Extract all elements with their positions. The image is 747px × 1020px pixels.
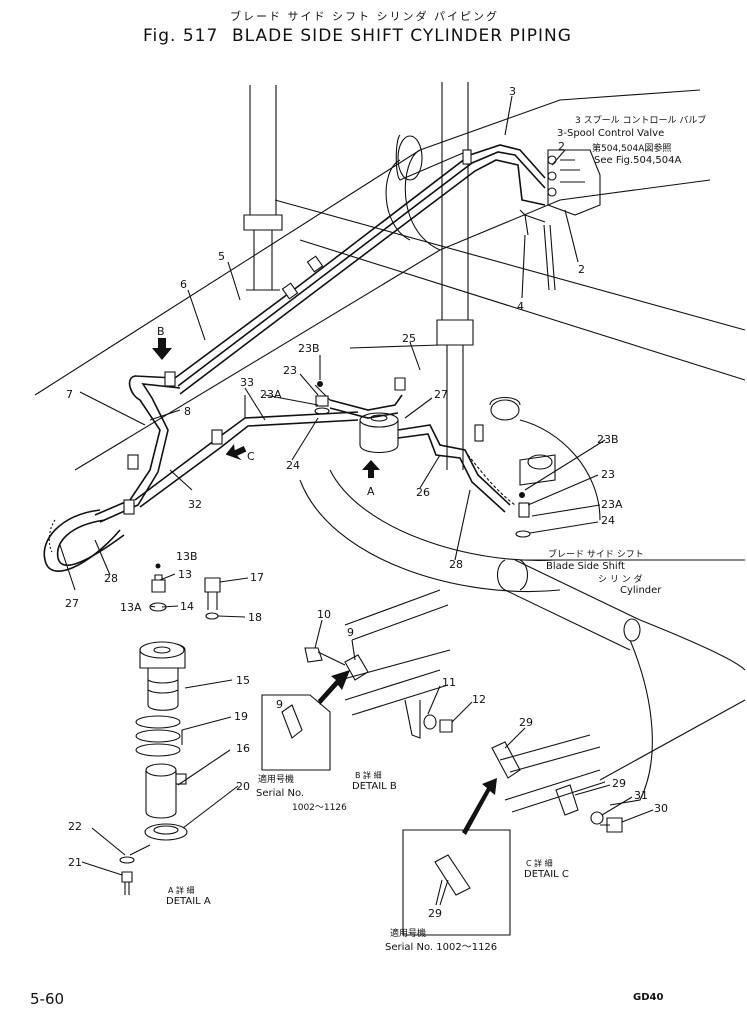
detail-a-caption: DETAIL A <box>166 896 211 907</box>
serial-c-label-jp: 適用号機 <box>390 929 427 939</box>
callout: 24 <box>601 514 615 527</box>
callout: 24 <box>286 459 300 472</box>
model-code: GD40 <box>633 992 664 1003</box>
detail-c-caption: DETAIL C <box>524 869 569 880</box>
view-marker-letters: B C A <box>157 325 375 498</box>
control-valve-ref-jp: 第504,504A図参照 <box>592 144 672 154</box>
leader-lines <box>59 95 654 906</box>
callout: 23 <box>283 364 297 377</box>
figure-number: Fig. 517 <box>143 26 219 46</box>
detail-c-parts <box>402 734 623 936</box>
callout: 22 <box>68 820 82 833</box>
callout: 33 <box>240 376 254 389</box>
callout: 9 <box>347 626 354 639</box>
detail-a-parts <box>119 563 221 895</box>
serial-b-label-jp: 適用号機 <box>258 775 295 785</box>
detail-a-caption-jp: A 詳 細 <box>168 886 195 895</box>
callout: 3 <box>509 85 516 98</box>
callout: 16 <box>236 742 250 755</box>
cylinder-label-jp-2: シ リ ン ダ <box>598 575 643 585</box>
serial-b-range: 1002～1126 <box>292 803 347 813</box>
diagram-title: BLADE SIDE SHIFT CYLINDER PIPING <box>232 26 572 46</box>
serial-b-label: Serial No. <box>256 788 305 799</box>
control-valve-label: 3-Spool Control Valve <box>557 128 665 139</box>
callout: 31 <box>634 789 648 802</box>
serial-c-label: Serial No. 1002～1126 <box>385 942 498 953</box>
callout: 23A <box>260 388 282 401</box>
detail-b-parts <box>261 589 453 771</box>
machine-frame <box>34 82 746 806</box>
detail-b-caption-jp: B 詳 細 <box>355 771 382 780</box>
callout: 23B <box>298 342 320 355</box>
callout: 13B <box>176 550 198 563</box>
control-valve-ref: See Fig.504,504A <box>594 155 682 166</box>
callout: 13A <box>120 601 142 614</box>
callout: 28 <box>104 572 118 585</box>
callout: 23A <box>601 498 623 511</box>
control-valve-label-jp: 3 スプール コントロール バルブ <box>575 116 707 126</box>
title-japanese: ブレード サイド シフト シリンダ パイピング <box>230 10 499 23</box>
callout: 12 <box>472 693 486 706</box>
callout: 17 <box>250 571 264 584</box>
callout: 21 <box>68 856 82 869</box>
callout: 13 <box>178 568 192 581</box>
part-number-callouts: 2 2 3 4 5 6 7 8 9 9 10 11 12 13 13A 13B … <box>65 85 668 920</box>
callout: 6 <box>180 278 187 291</box>
callout: 30 <box>654 802 668 815</box>
callout: 15 <box>236 674 250 687</box>
callout: 28 <box>449 558 463 571</box>
callout: 10 <box>317 608 331 621</box>
pipe-lines <box>43 144 556 572</box>
callout: 9 <box>276 698 283 711</box>
view-marker-a: A <box>367 485 375 498</box>
callout: 14 <box>180 600 194 613</box>
callout: 29 <box>428 907 442 920</box>
callout: 29 <box>519 716 533 729</box>
callout: 23B <box>597 433 619 446</box>
callout: 27 <box>434 388 448 401</box>
callout: 19 <box>234 710 248 723</box>
cylinder-label-jp: ブレード サイド シフト <box>548 550 644 560</box>
cylinder-label-2: Cylinder <box>620 585 662 596</box>
view-arrows <box>152 338 380 478</box>
callout: 7 <box>66 388 73 401</box>
callout: 2 <box>558 140 565 153</box>
callout: 5 <box>218 250 225 263</box>
callout: 32 <box>188 498 202 511</box>
callout: 2 <box>578 263 585 276</box>
detail-b-caption: DETAIL B <box>352 781 397 792</box>
callout: 25 <box>402 332 416 345</box>
callout: 26 <box>416 486 430 499</box>
detail-c-caption-jp: C 詳 細 <box>526 859 553 868</box>
page-number: 5-60 <box>30 990 65 1008</box>
callout: 11 <box>442 676 456 689</box>
callout: 8 <box>184 405 191 418</box>
callout: 27 <box>65 597 79 610</box>
callout: 4 <box>517 300 524 313</box>
callout: 23 <box>601 468 615 481</box>
view-marker-c: C <box>247 450 255 463</box>
callout: 20 <box>236 780 250 793</box>
cylinder-label: Blade Side Shift <box>546 561 625 572</box>
callout: 29 <box>612 777 626 790</box>
callout: 18 <box>248 611 262 624</box>
view-marker-b: B <box>157 325 165 338</box>
